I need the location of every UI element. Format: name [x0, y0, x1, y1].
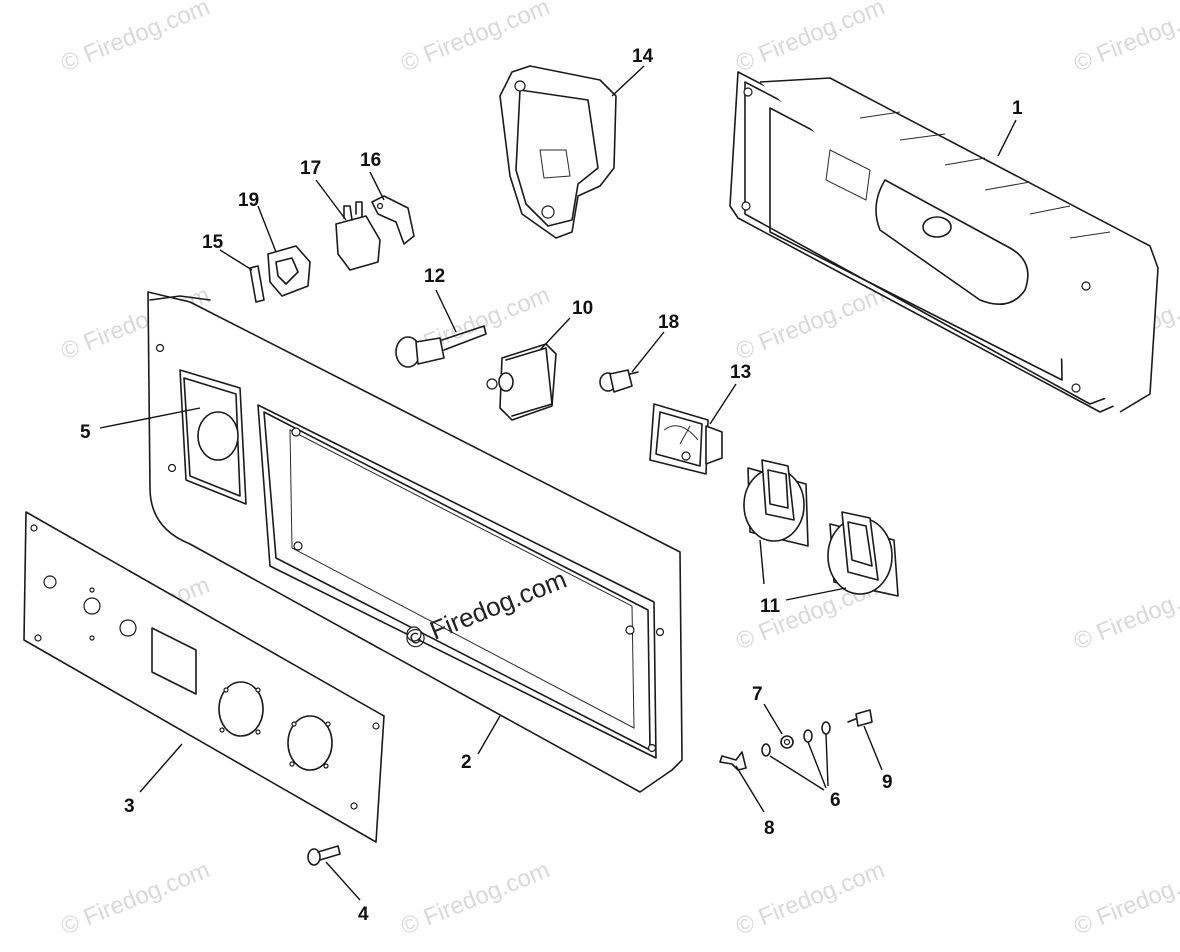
watermark: © Firedog.com — [57, 856, 213, 940]
callout-2: 2 — [461, 752, 472, 773]
watermark: © Firedog.com — [1070, 856, 1180, 940]
part-10-circuit-breaker — [486, 343, 557, 421]
part-7-nut — [780, 735, 794, 749]
part-13-meter — [649, 403, 723, 475]
part-16-bracket — [371, 195, 415, 245]
callout-5: 5 — [80, 422, 91, 443]
callout-12: 12 — [424, 266, 445, 287]
part-19-knob — [267, 245, 311, 297]
part-11-outlet-b — [827, 511, 899, 597]
callout-15: 15 — [202, 232, 224, 253]
callout-11: 11 — [760, 596, 781, 617]
callout-3: 3 — [124, 796, 135, 817]
part-17-switch — [335, 201, 381, 271]
callout-13: 13 — [730, 362, 751, 383]
watermark: © Firedog.com — [732, 281, 888, 365]
callout-14: 14 — [632, 46, 654, 67]
part-14-cover-bracket — [499, 65, 617, 239]
part-9-bolt — [847, 709, 873, 727]
part-15-clip — [249, 265, 265, 303]
callout-1: 1 — [1012, 98, 1023, 119]
callout-18: 18 — [658, 312, 679, 333]
callout-4: 4 — [358, 904, 369, 925]
watermark: © Firedog.com — [1070, 0, 1180, 78]
part-6-washers — [761, 721, 831, 757]
callout-16: 16 — [360, 150, 381, 171]
part-11-outlet-a — [743, 459, 809, 547]
leader-lines — [99, 65, 1017, 901]
part-1-rear-housing — [729, 71, 1159, 413]
callout-9: 9 — [882, 772, 893, 793]
callout-6: 6 — [830, 790, 841, 811]
watermark: © Firedog.com — [397, 856, 553, 940]
callout-19: 19 — [238, 190, 259, 211]
part-3-faceplate — [23, 511, 385, 843]
watermark: © Firedog.com — [1070, 571, 1180, 655]
part-18-indicator-light — [599, 369, 639, 393]
watermark: © Firedog.com — [57, 0, 213, 78]
callout-labels: 1 2 3 4 5 6 7 8 9 10 11 12 13 14 15 16 1… — [80, 46, 1023, 925]
callout-10: 10 — [572, 298, 593, 319]
part-4-screw — [307, 845, 341, 866]
callout-7: 7 — [752, 684, 763, 705]
part-12-push-button — [395, 325, 487, 368]
callout-8: 8 — [764, 818, 775, 839]
watermark: © Firedog.com — [732, 0, 888, 78]
callout-17: 17 — [300, 158, 321, 179]
watermark: © Firedog.com — [732, 856, 888, 940]
part-8-wing-nut — [719, 751, 747, 771]
part-2-control-panel — [147, 291, 683, 793]
